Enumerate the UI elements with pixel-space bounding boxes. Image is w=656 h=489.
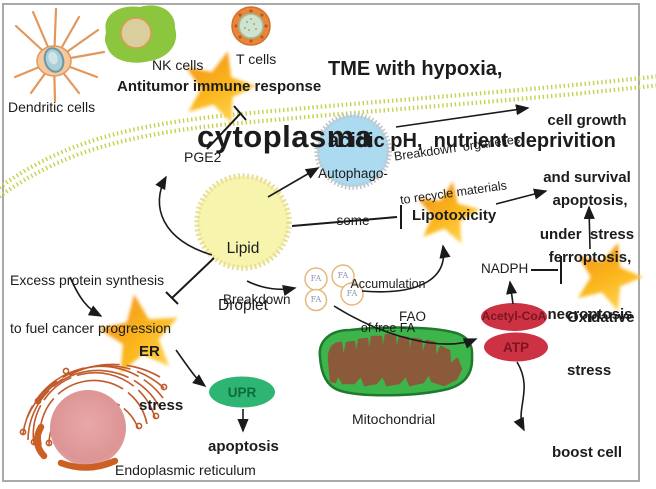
endoplasmic-reticulum-icon	[19, 363, 168, 447]
arrow-droplet-to-autophagosome	[267, 167, 320, 198]
arrow-er-to-upr	[175, 349, 207, 387]
er-thick-arcs	[33, 423, 119, 471]
fa-circle	[304, 288, 328, 312]
t-cell-icon	[231, 6, 271, 46]
acetyl-coa-label: Acetyl-CoA	[481, 309, 547, 323]
upr-label: UPR	[227, 385, 257, 400]
mitochondrial-label: Mitochondrial	[352, 411, 436, 427]
arrow-breakdown	[246, 280, 297, 296]
breakdown-label: Breakdown	[223, 292, 291, 307]
autophagosome-circle	[314, 112, 392, 190]
cytoplasma-label: cytoplasma	[197, 119, 373, 154]
pge2-label: PGE2	[184, 149, 222, 165]
acetyl-coa-ellipse	[481, 303, 547, 331]
dendritic-cells-label: Dendritic cells	[8, 99, 96, 115]
fao-label: FAO	[399, 309, 427, 324]
atp-ellipse	[484, 332, 548, 362]
fa-label: FA	[337, 271, 349, 280]
arrow-droplet-to-pge2	[155, 175, 213, 256]
arrow-excess-to-er	[69, 276, 103, 317]
lipotoxicity-label: Lipotoxicity	[412, 207, 497, 224]
arrow-lipotoxicity-to-death	[495, 188, 548, 205]
fa-circles	[304, 264, 364, 312]
nk-cell-icon	[105, 5, 177, 63]
excess-protein-label: Excess protein synthesis to fuel cancer …	[10, 272, 172, 336]
tbar-droplet-er-stress	[165, 257, 215, 305]
endoplasmic-reticulum-label: Endoplasmic reticulum	[115, 462, 256, 478]
tbar-nadph-oxidative	[531, 256, 562, 284]
fa-label: FA	[310, 295, 322, 304]
tbar-droplet-lipotoxicity	[291, 205, 402, 229]
figure-title: TME with hypoxia, acidic pH, nutrient de…	[328, 58, 616, 152]
cell-growth-outcome: cell growth and survival under stress	[539, 112, 635, 243]
arrow-atp-to-boost	[513, 361, 525, 432]
mitochondria-icon	[318, 326, 474, 397]
arrow-fao-to-acetyl	[333, 305, 478, 349]
upr-apoptosis-label: apoptosis	[208, 438, 279, 455]
oxidative-stress-label: Oxidative stress	[567, 309, 635, 379]
lipid-droplet-circle	[194, 173, 292, 271]
atp-label: ATP	[503, 340, 529, 355]
nk-cells-label: NK cells	[152, 57, 204, 73]
autophagosome-label: Autophago- some	[318, 166, 388, 228]
er-stress-label: ER stress	[139, 343, 184, 414]
nucleus-icon	[50, 390, 126, 466]
tbar-pge2-antitumor	[206, 105, 247, 150]
fa-circle	[340, 282, 364, 306]
arrow-autophagosome-to-growth	[395, 104, 530, 128]
accumulation-label: Accumulation of free FA	[350, 277, 426, 335]
arrow-accumulation-to-lipotoxicity	[361, 244, 451, 293]
nadph-label: NADPH	[481, 261, 529, 276]
lipid-droplet-label: Lipid Droplet	[218, 240, 268, 314]
arrow-oxidative-to-necroptosis	[583, 205, 595, 250]
fa-label: FA	[346, 289, 358, 298]
t-cells-label: T cells	[236, 51, 277, 67]
boost-outcome: boost cell proliferation and metastasis	[551, 444, 622, 461]
upr-ellipse	[209, 376, 275, 408]
arrow-acetyl-to-nadph	[506, 280, 518, 305]
cell-death-outcome: apoptosis, ferroptosis, necroptosis	[547, 192, 633, 323]
figure-border	[2, 3, 640, 482]
dendritic-cell-icon	[13, 7, 106, 103]
plasma-membrane	[0, 74, 656, 199]
inhibition-connectors	[165, 105, 562, 305]
antitumor-label: Antitumor immune response	[117, 78, 322, 95]
arrows	[69, 104, 595, 433]
fa-label: FA	[310, 274, 322, 283]
